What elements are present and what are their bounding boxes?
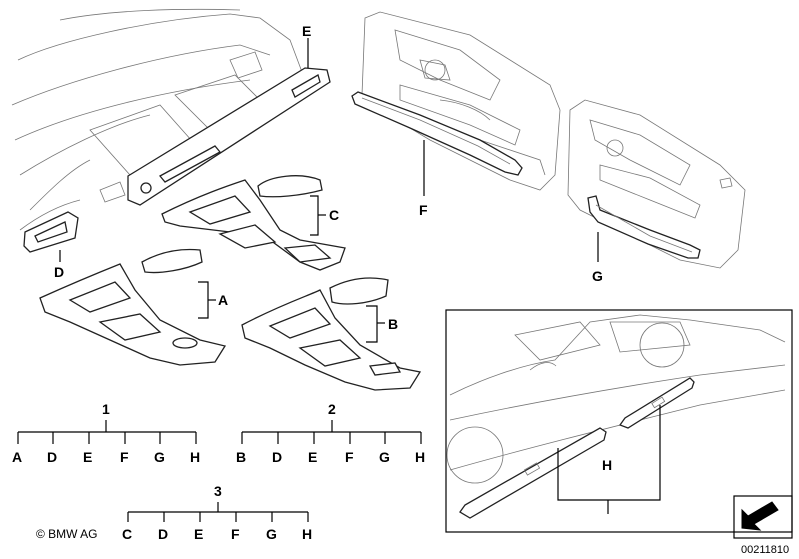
set-2-item-2: D xyxy=(272,449,282,465)
set-2-tree: 2 B D E F G H xyxy=(236,401,425,465)
part-h-sill-plates[interactable] xyxy=(459,377,695,519)
set-1-item-3: E xyxy=(83,449,92,465)
part-d-small-trim[interactable] xyxy=(23,211,79,253)
arrow-icon[interactable] xyxy=(733,495,793,539)
set-2-item-5: G xyxy=(379,449,390,465)
set-3-item-3: E xyxy=(194,526,203,542)
set-3-item-4: F xyxy=(231,526,240,542)
set-1-tree: 1 A D E F G H xyxy=(12,401,200,465)
set-1-item-6: H xyxy=(190,449,200,465)
set-3-item-5: G xyxy=(266,526,277,542)
part-a-console-trim[interactable] xyxy=(39,248,227,366)
callout-g: G xyxy=(592,268,603,284)
set-2-item-4: F xyxy=(345,449,354,465)
callout-h: H xyxy=(602,457,612,473)
part-g-rear-door-trim[interactable] xyxy=(587,195,701,259)
set-1-item-4: F xyxy=(120,449,129,465)
callout-b: B xyxy=(388,316,398,332)
set-3-item-2: D xyxy=(158,526,168,542)
callout-f: F xyxy=(419,202,428,218)
set-3-item-1: C xyxy=(122,526,132,542)
set-1-item-2: D xyxy=(47,449,57,465)
front-door-illustration xyxy=(361,11,561,191)
car-side-illustration xyxy=(446,314,786,484)
set-2-item-3: E xyxy=(308,449,317,465)
set-3-tree: 3 C D E F G H xyxy=(122,483,312,542)
callout-d: D xyxy=(54,264,64,280)
part-f-front-door-trim[interactable] xyxy=(351,91,523,176)
set-3-item-6: H xyxy=(302,526,312,542)
callout-e: E xyxy=(302,23,311,39)
set-2-number: 2 xyxy=(328,401,336,417)
set-3-number: 3 xyxy=(214,483,222,499)
rear-door-illustration xyxy=(567,99,746,269)
reference-number: 00211810 xyxy=(741,544,789,556)
set-1-item-1: A xyxy=(12,449,22,465)
set-2-item-6: H xyxy=(415,449,425,465)
part-c-console-trim[interactable] xyxy=(161,175,346,271)
set-1-item-5: G xyxy=(154,449,165,465)
part-b-console-trim[interactable] xyxy=(241,277,422,391)
set-2-item-1: B xyxy=(236,449,246,465)
set-1-number: 1 xyxy=(102,401,110,417)
callout-a: A xyxy=(218,292,228,308)
copyright-text: © BMW AG xyxy=(36,527,98,541)
sill-plate-box xyxy=(445,309,793,533)
callout-c: C xyxy=(329,207,339,223)
part-e-dash-trim[interactable] xyxy=(127,67,331,206)
